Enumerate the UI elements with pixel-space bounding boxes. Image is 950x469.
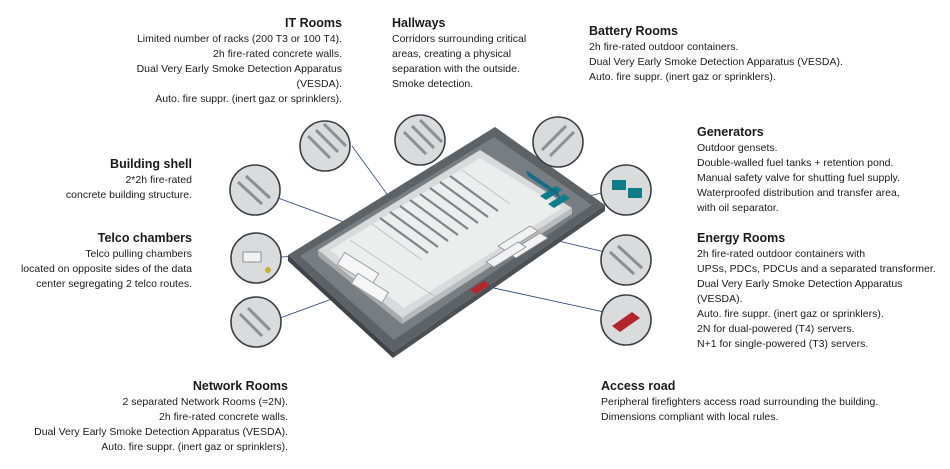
callout-line: 2h fire-rated outdoor containers with [697,248,866,260]
callout-hallways: Hallways Corridors surrounding critical … [392,15,562,92]
it-room-racks [379,175,499,254]
callout-line: 2h fire-rated concrete walls. [213,48,342,60]
callout-line: Waterproofed distribution and transfer a… [697,187,900,199]
callout-title: Telco chambers [97,231,192,245]
transformer [470,281,490,294]
callout-line: Dual Very Early Smoke Detection Apparatu… [136,63,342,90]
callout-line: Dual Very Early Smoke Detection Apparatu… [589,56,843,68]
callout-access-road: Access road Peripheral firefighters acce… [601,378,901,425]
callout-title: IT Rooms [285,16,342,30]
callout-line: Telco pulling chambers [85,248,192,260]
callout-line: UPSs, PDCs, PDCUs and a separated transf… [697,263,936,275]
generators-block [540,186,570,208]
callout-building-shell: Building shell 2*2h fire-rated concrete … [42,156,192,203]
callout-energy-rooms: Energy Rooms 2h fire-rated outdoor conta… [697,230,947,352]
callout-line: center segregating 2 telco routes. [36,278,192,290]
callout-line: Auto. fire suppr. (inert gaz or sprinkle… [101,441,288,453]
callout-title: Energy Rooms [697,231,786,245]
callout-line: Auto. fire suppr. (inert gaz or sprinkle… [697,308,884,320]
callout-line: Limited number of racks (200 T3 or 100 T… [136,33,342,45]
callout-line: N+1 for single-powered (T3) servers. [697,338,869,350]
callout-line: Dimensions compliant with local rules. [601,411,779,423]
callout-generators: Generators Outdoor gensets. Double-walle… [697,124,937,216]
callout-line: Manual safety valve for shutting fuel su… [697,172,900,184]
magnifier-circles [229,114,652,348]
magnifier-callout-access-road-icon [600,294,652,346]
magnifier-callout-telco-chambers-icon [230,232,282,284]
callout-title: Hallways [392,16,446,30]
magnifier-callout-energy-rooms-icon [600,234,652,286]
callout-line: Corridors surrounding critical [392,33,527,45]
callout-battery-rooms: Battery Rooms 2h fire-rated outdoor cont… [589,23,859,85]
callout-title: Generators [697,125,764,139]
callout-telco-chambers: Telco chambers Telco pulling chambers lo… [10,230,192,292]
magnifier-callout-it-rooms-icon [299,120,351,172]
callout-line: 2 separated Network Rooms (=2N). [122,396,288,408]
callout-line: 2N for dual-powered (T4) servers. [697,323,855,335]
callout-network-rooms: Network Rooms 2 separated Network Rooms … [28,378,288,455]
callout-line: concrete building structure. [65,189,192,201]
callout-line: Double-walled fuel tanks + retention pon… [697,157,894,169]
callout-line: 2h fire-rated outdoor containers. [589,41,739,53]
callout-title: Building shell [110,157,192,171]
callout-line: Smoke detection. [392,78,474,90]
callout-line: 2*2h fire-rated [125,174,192,186]
magnifier-callout-building-shell-icon [229,164,281,216]
callout-title: Access road [601,379,676,393]
callout-line: Outdoor gensets. [697,142,778,154]
callout-line: Dual Very Early Smoke Detection Apparatu… [697,278,903,305]
magnifier-callout-battery-rooms-icon [532,116,584,168]
callout-it-rooms: IT Rooms Limited number of racks (200 T3… [98,15,342,107]
callout-line: with oil separator. [697,202,779,214]
magnifier-callout-network-rooms-icon [230,296,282,348]
magnifier-callout-generators-icon [600,164,652,216]
callout-line: Auto. fire suppr. (inert gaz or sprinkle… [589,71,776,83]
callout-title: Network Rooms [192,379,288,393]
callout-line: areas, creating a physical [392,48,512,60]
callout-line: Dual Very Early Smoke Detection Apparatu… [34,426,288,438]
callout-line: separation with the outside. [392,63,520,75]
callout-line: 2h fire-rated concrete walls. [159,411,288,423]
callout-title: Battery Rooms [589,24,678,38]
callout-line: located on opposite sides of the data [20,263,192,275]
energy-containers [485,225,549,268]
magnifier-callout-hallways-icon [394,114,446,166]
callout-line: Auto. fire suppr. (inert gaz or sprinkle… [155,93,342,105]
callout-line: Peripheral firefighters access road surr… [601,396,879,408]
